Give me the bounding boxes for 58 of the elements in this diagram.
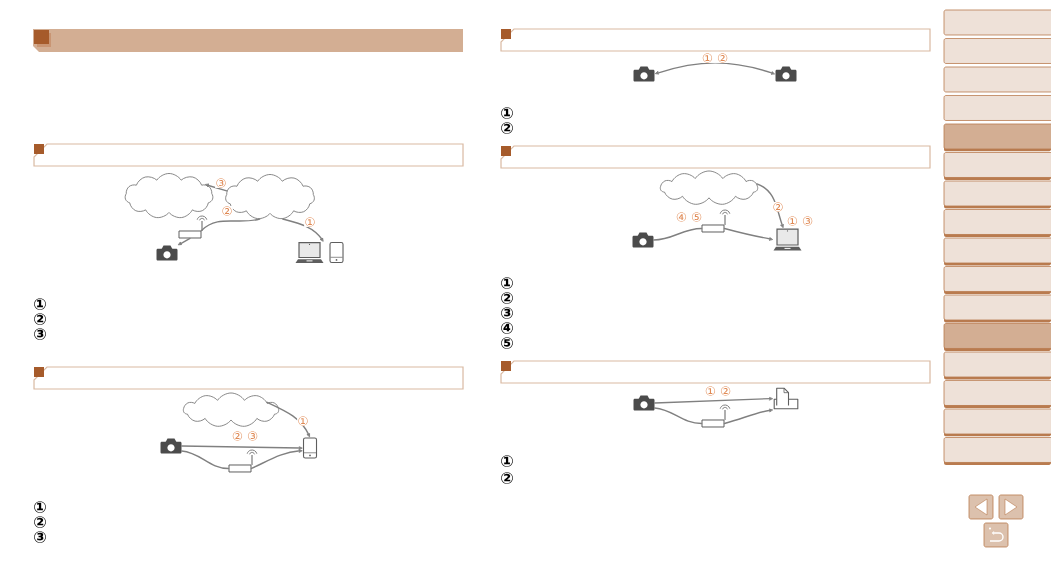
list-number: ②: [501, 122, 513, 134]
router-icon: [178, 215, 208, 239]
camera-icon: [633, 395, 655, 411]
cloud-shape: [659, 170, 759, 205]
connector-line: [654, 407, 703, 425]
arrow: [282, 218, 324, 242]
list-number: ①: [501, 277, 513, 289]
arrow: [756, 183, 784, 228]
list-number: ②: [34, 516, 46, 528]
arrow: [250, 449, 303, 470]
step-number: ② ③: [231, 431, 259, 441]
list-number: ⑤: [501, 337, 513, 349]
arrow: [178, 237, 191, 246]
step-number: ① ②: [704, 386, 732, 396]
laptop-icon: [773, 228, 802, 251]
arrow: [723, 227, 773, 241]
arrow: [654, 396, 773, 404]
step-number: ④ ⑤: [676, 212, 702, 222]
step-number: ①: [304, 217, 316, 227]
connector-line: [181, 450, 230, 470]
step-number: ③: [215, 178, 227, 188]
arrow: [181, 445, 303, 450]
arrow: [655, 62, 775, 75]
laptop-icon: [295, 242, 324, 263]
router-icon: [228, 449, 258, 473]
list-number: ①: [34, 501, 46, 513]
camera-icon: [160, 438, 182, 454]
list-number: ②: [501, 292, 513, 304]
camera-icon: [632, 232, 654, 248]
connector-line: [653, 227, 703, 241]
step-number: ① ②: [701, 53, 729, 63]
arrow: [723, 408, 773, 425]
list-number: ①: [501, 455, 513, 467]
list-number: ②: [34, 313, 46, 325]
list-number: ③: [34, 531, 46, 543]
connector-line: [200, 218, 261, 232]
camera-icon: [633, 66, 655, 82]
list-number: ③: [34, 328, 46, 340]
step-number: ②: [772, 202, 784, 212]
list-number: ①: [34, 298, 46, 310]
camera-icon: [156, 245, 178, 261]
arrow: [205, 183, 228, 192]
smartphone-icon: [302, 437, 318, 459]
cloud-shape: [124, 173, 214, 219]
list-number: ③: [501, 307, 513, 319]
router-icon: [701, 209, 731, 233]
smartphone-icon: [329, 241, 344, 264]
list-number: ①: [501, 107, 513, 119]
router-icon: [701, 404, 731, 428]
arrow: [266, 401, 310, 437]
step-number: ②: [221, 206, 233, 216]
printer-icon: [773, 387, 799, 410]
camera-icon: [775, 66, 797, 82]
cloud-shape: [182, 392, 280, 427]
step-number: ①: [297, 416, 309, 426]
list-number: ②: [501, 472, 513, 484]
step-number: ① ③: [787, 216, 813, 226]
list-number: ④: [501, 322, 513, 334]
